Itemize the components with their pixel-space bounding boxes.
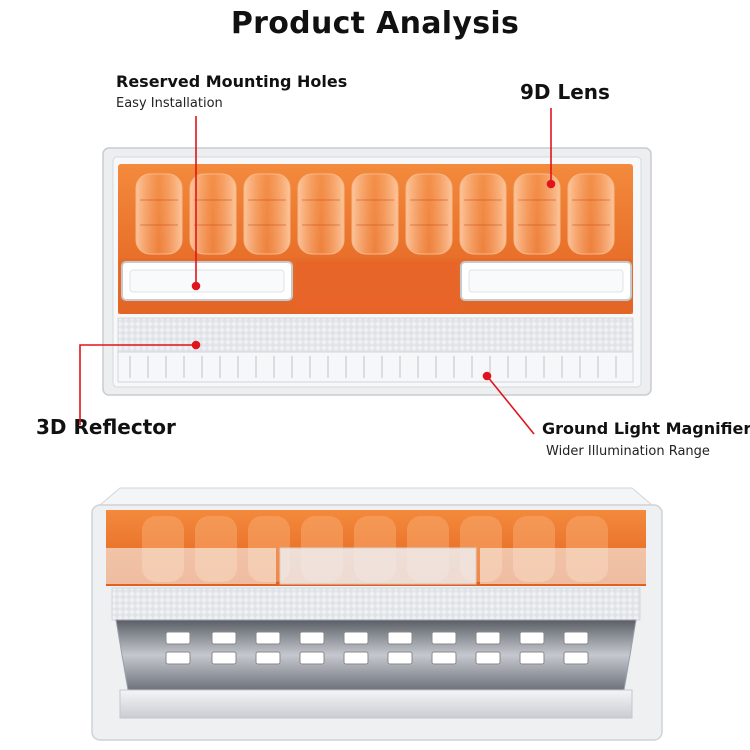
lens-pills	[135, 173, 615, 255]
magnifier-sublabel: Wider Illumination Range	[546, 444, 710, 459]
reflector-label: 3D Reflector	[36, 415, 176, 439]
mounting-holes-sublabel: Easy Installation	[116, 96, 223, 111]
ground-magnifier-ribs	[117, 351, 634, 383]
callout-dot-mounting	[191, 281, 201, 291]
callout-dot-lens	[546, 179, 556, 189]
lens-label: 9D Lens	[520, 80, 610, 104]
led-row	[165, 631, 589, 665]
page-title: Product Analysis	[230, 6, 520, 41]
callout-dot-magnifier	[482, 371, 492, 381]
mounting-holes-label: Reserved Mounting Holes	[116, 72, 348, 91]
bottom-light-angled-view	[91, 487, 663, 741]
top-light-front-view	[102, 147, 652, 396]
callout-lines	[79, 108, 556, 435]
magnifier-label: Ground Light Magnifier	[542, 419, 750, 438]
callout-dot-reflector	[191, 340, 201, 350]
reflector-strip	[117, 317, 634, 353]
